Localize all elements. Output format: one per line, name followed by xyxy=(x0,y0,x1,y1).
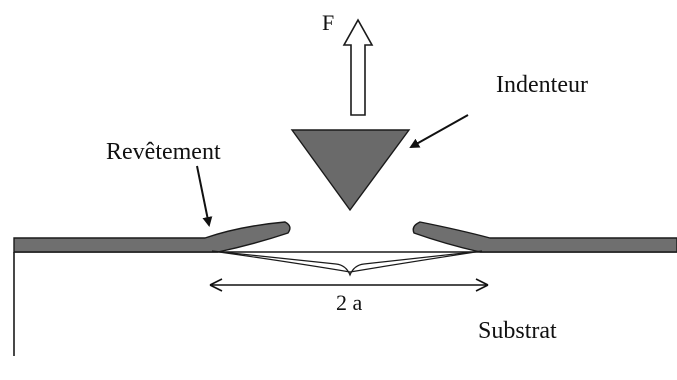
indentation-curve xyxy=(211,250,483,273)
width-label: 2 a xyxy=(336,290,363,315)
coating-label: Revêtement xyxy=(106,139,221,165)
coating-pointer-arrow xyxy=(196,165,213,227)
force-arrow xyxy=(342,18,374,116)
width-arrowhead-left xyxy=(209,278,223,292)
coating-right xyxy=(412,221,677,253)
width-arrowhead-right xyxy=(475,278,489,292)
indenter-triangle xyxy=(290,129,411,212)
coating-left xyxy=(13,221,291,253)
indenter-pointer-arrow xyxy=(409,114,469,148)
width-brace xyxy=(211,250,483,277)
force-label: F xyxy=(322,10,334,35)
substrate-label: Substrat xyxy=(478,318,557,344)
indenter-label: Indenteur xyxy=(496,72,588,98)
